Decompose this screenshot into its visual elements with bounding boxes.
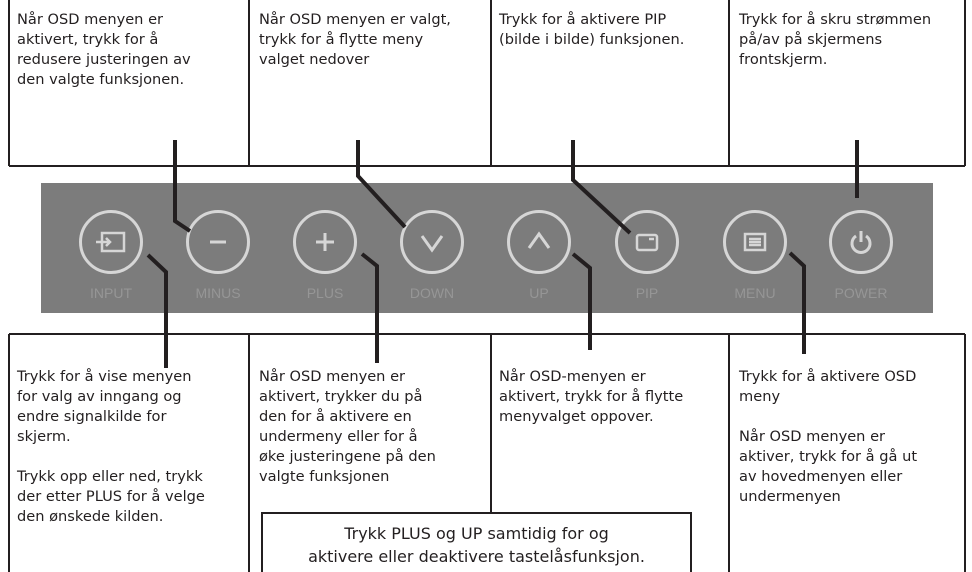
button-panel: INPUT MINUS PLUS DOWN UP PIP MENU POWER [41, 183, 933, 313]
top-note-minus: Når OSD menyen er aktivert, trykk for å … [17, 11, 191, 88]
menu-icon [743, 232, 767, 252]
power-button[interactable] [829, 210, 893, 274]
bottom-note-up: Når OSD-menyen er aktivert, trykk for å … [499, 368, 684, 425]
pip-icon [635, 233, 659, 252]
plus-label: PLUS [306, 285, 344, 301]
menu-label: MENU [734, 285, 776, 301]
down-button[interactable] [400, 210, 464, 274]
up-button[interactable] [507, 210, 571, 274]
bottom-note-plus: Når OSD menyen er aktivert, trykker du p… [259, 368, 436, 485]
top-note-down: Når OSD menyen er valgt, trykk for å fly… [259, 11, 451, 68]
minus-icon [210, 240, 226, 244]
input-source-icon [96, 231, 126, 253]
input-label: INPUT [90, 285, 132, 301]
plus-icon [316, 233, 334, 251]
top-note-pip: Trykk for å aktivere PIP (bilde i bilde)… [499, 11, 685, 48]
down-label: DOWN [409, 285, 455, 301]
top-note-power: Trykk for å skru strømmen på/av på skjer… [739, 11, 932, 68]
keylock-note-text: Trykk PLUS og UP samtidig for og aktiver… [308, 524, 645, 566]
input-button[interactable] [79, 210, 143, 274]
bottom-note-menu: Trykk for å aktivere OSD meny Når OSD me… [739, 368, 918, 505]
up-label: UP [529, 285, 549, 301]
minus-label: MINUS [195, 285, 241, 301]
menu-button[interactable] [723, 210, 787, 274]
minus-button[interactable] [186, 210, 250, 274]
chevron-down-icon [420, 235, 444, 253]
power-label: POWER [834, 285, 888, 301]
plus-button[interactable] [293, 210, 357, 274]
bottom-note-input: Trykk for å vise menyen for valg av inng… [17, 368, 205, 525]
keylock-note: Trykk PLUS og UP samtidig for og aktiver… [261, 512, 692, 572]
power-icon [850, 231, 872, 254]
chevron-up-icon [527, 231, 551, 249]
pip-label: PIP [635, 285, 659, 301]
pip-button[interactable] [615, 210, 679, 274]
